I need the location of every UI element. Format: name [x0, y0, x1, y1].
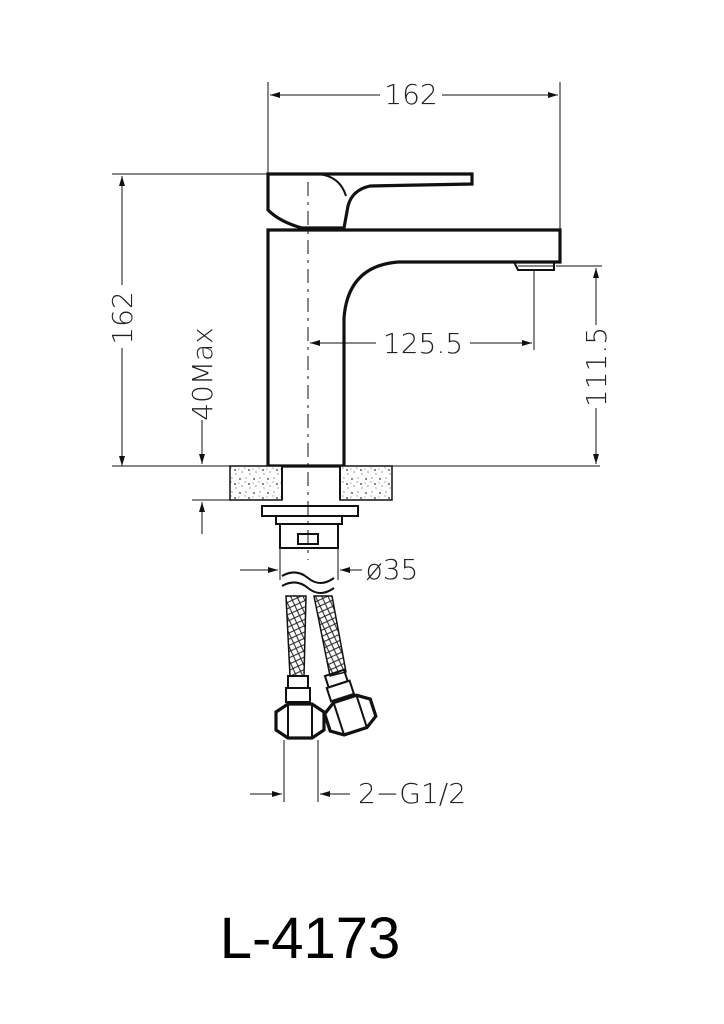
width-top-label: 162: [384, 78, 437, 111]
dimension-max-counter: 40Max: [186, 327, 262, 534]
hole-diameter-label: ø35: [366, 553, 419, 586]
dimension-spout-height: 111.5: [556, 265, 613, 464]
dimension-connection: 2−G1/2: [250, 740, 466, 810]
spout-height-label: 111.5: [580, 327, 613, 407]
reach-label: 125.5: [383, 327, 463, 360]
height-total-label: 162: [106, 291, 139, 344]
dimension-width-top: 162: [267, 78, 561, 230]
dimension-hole-diameter: ø35: [240, 553, 418, 586]
supply-hoses: [274, 571, 378, 740]
faucet-body: [266, 172, 562, 560]
max-counter-label: 40Max: [186, 327, 219, 421]
model-number: L-4173: [219, 906, 401, 971]
connection-label: 2−G1/2: [358, 777, 466, 810]
mounting-hardware: [261, 505, 359, 580]
dimension-reach: 125.5: [310, 270, 535, 360]
counter-slab: [229, 465, 393, 501]
dimension-height-total: 162: [106, 173, 270, 466]
